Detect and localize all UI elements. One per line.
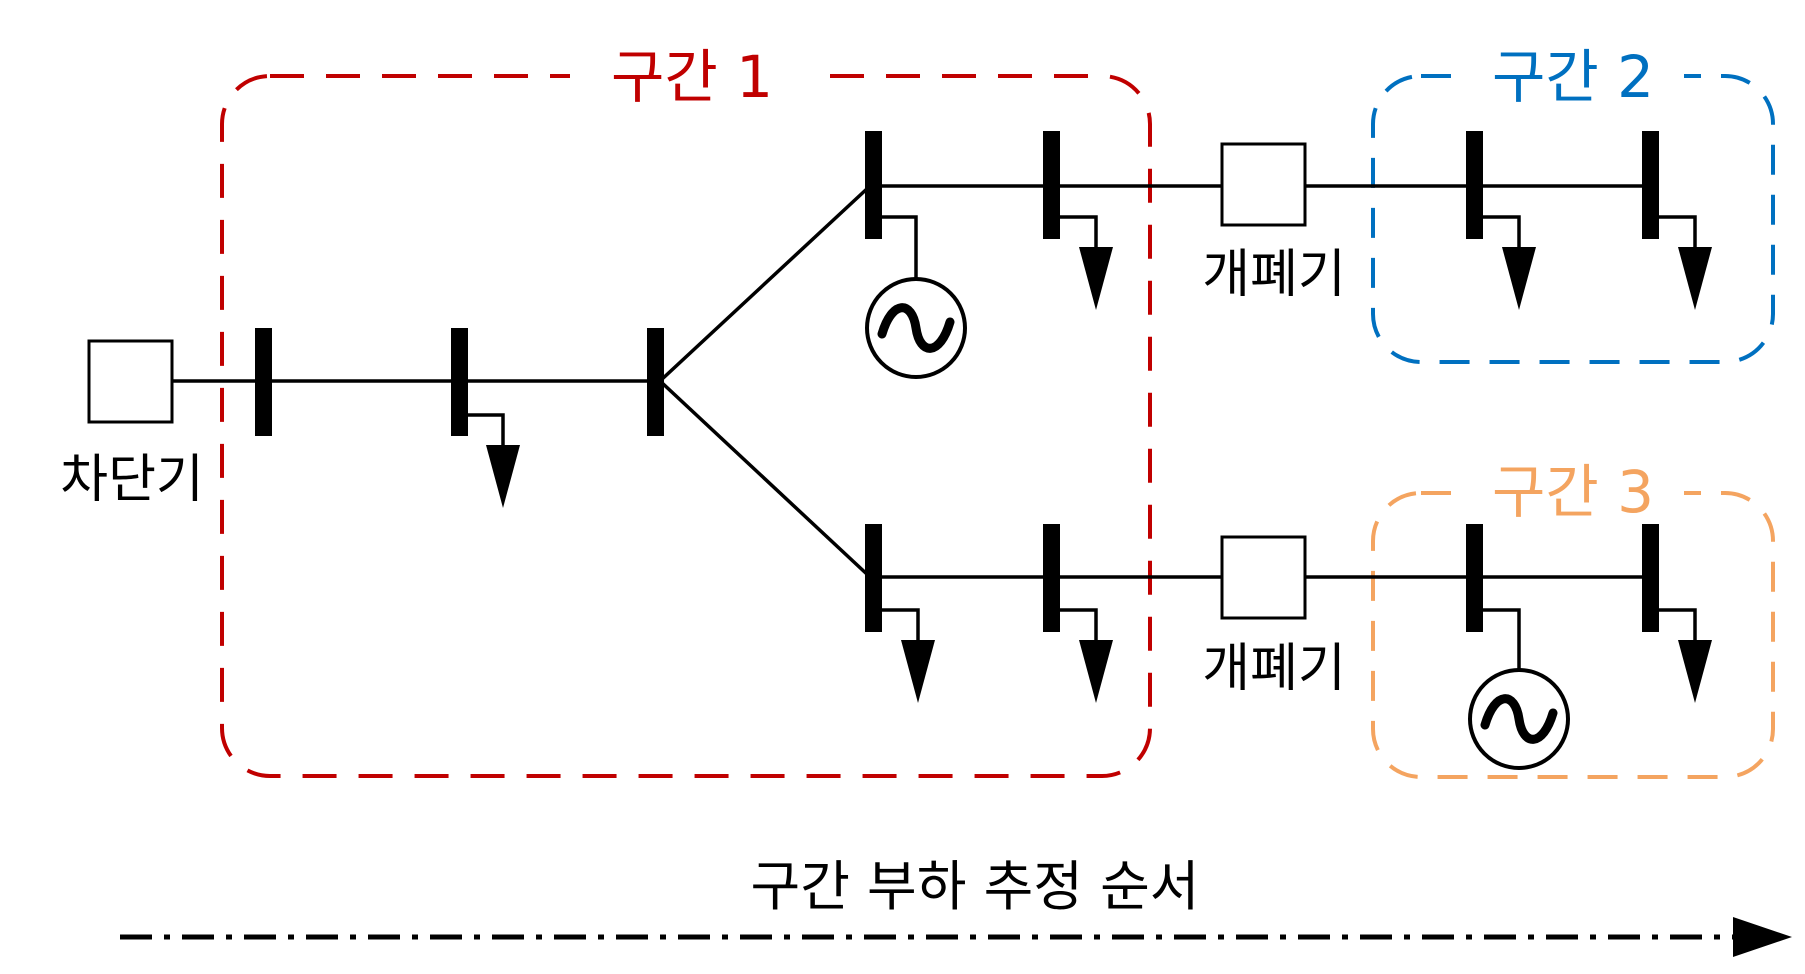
bus-bar xyxy=(865,131,882,239)
switch-lower: 개폐기 xyxy=(1202,535,1346,699)
switch-upper-label: 개폐기 xyxy=(1202,245,1346,305)
load-arrow-icon xyxy=(468,413,520,508)
zone-2-title: 구간 2 xyxy=(1492,43,1654,111)
bus-bar xyxy=(1043,131,1060,239)
switch-box-icon xyxy=(1220,535,1307,620)
bus-bar xyxy=(1642,131,1659,239)
load-arrow-icon xyxy=(1483,215,1536,310)
bus-bar xyxy=(1466,524,1483,632)
breaker: 차단기 xyxy=(60,339,204,510)
generator-upper xyxy=(865,215,967,379)
zone-2: 구간 2 xyxy=(1371,40,1775,364)
switch-lower-label: 개폐기 xyxy=(1202,639,1346,699)
bus-bar xyxy=(1043,524,1060,632)
load-arrow-icon xyxy=(1659,215,1712,310)
bus-bar xyxy=(255,328,272,436)
sequence-label: 구간 부하 추정 순서 xyxy=(751,855,1200,918)
ac-source-icon xyxy=(1468,668,1570,770)
bus-bar xyxy=(865,524,882,632)
load-arrow-icon xyxy=(1060,608,1113,703)
zone-3-title: 구간 3 xyxy=(1492,458,1654,526)
generator-lower xyxy=(1468,608,1570,770)
load-arrow-icon xyxy=(1060,215,1113,310)
zone-1-title: 구간 1 xyxy=(611,43,773,111)
zone-3: 구간 3 xyxy=(1371,455,1775,779)
bus-bar xyxy=(1466,131,1483,239)
loads xyxy=(468,215,1712,703)
zone-1: 구간 1 xyxy=(220,40,1152,778)
sequence-arrowhead-icon xyxy=(1733,917,1792,957)
switch-box-icon xyxy=(1220,142,1307,227)
switch-upper: 개폐기 xyxy=(1202,142,1346,305)
bus-bar xyxy=(1642,524,1659,632)
load-arrow-icon xyxy=(1659,608,1712,703)
breaker-box-icon xyxy=(87,339,174,424)
bus-bar xyxy=(451,328,468,436)
bus-bar xyxy=(647,328,664,436)
breaker-label: 차단기 xyxy=(60,450,204,510)
bus-bars xyxy=(255,131,1659,632)
estimation-sequence: 구간 부하 추정 순서 xyxy=(120,855,1792,957)
ac-source-icon xyxy=(865,277,967,379)
load-arrow-icon xyxy=(882,608,935,703)
